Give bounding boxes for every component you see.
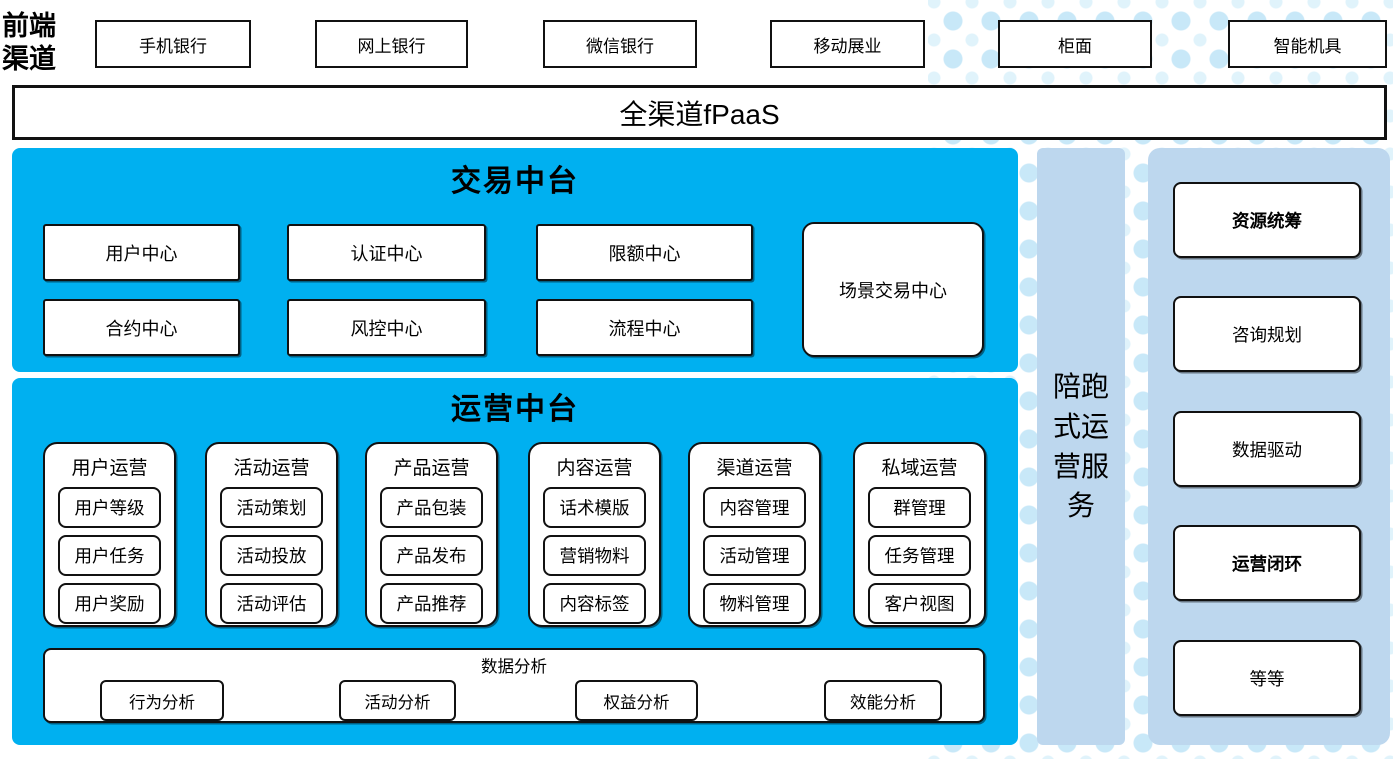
- op-column-title: 私域运营: [881, 458, 958, 479]
- op-item: 活动投放: [220, 535, 323, 576]
- channel-box-counter: 柜面: [998, 20, 1152, 68]
- channel-box-mobile-outreach: 移动展业: [770, 20, 925, 68]
- center-box-risk: 风控中心: [287, 299, 486, 356]
- op-column-user: 用户运营 用户等级 用户任务 用户奖励: [43, 442, 176, 627]
- operation-platform-title: 运营中台: [451, 393, 579, 426]
- op-column-title: 用户运营: [71, 458, 148, 479]
- op-item: 用户奖励: [58, 583, 161, 624]
- analysis-box-behavior: 行为分析: [100, 680, 224, 721]
- op-column-product: 产品运营 产品包装 产品发布 产品推荐: [365, 442, 498, 627]
- op-item: 活动评估: [220, 583, 323, 624]
- transaction-platform-panel: 交易中台 用户中心 认证中心 限额中心 合约中心 风控中心 流程中心 场景交易中…: [12, 148, 1018, 372]
- service-box: 数据驱动: [1173, 411, 1361, 487]
- op-item: 活动策划: [220, 487, 323, 528]
- center-box-process: 流程中心: [536, 299, 753, 356]
- center-box-limit: 限额中心: [536, 224, 753, 281]
- op-item: 内容管理: [703, 487, 806, 528]
- service-box: 等等: [1173, 640, 1361, 716]
- op-item: 产品包装: [380, 487, 483, 528]
- analysis-box-rights: 权益分析: [575, 680, 698, 721]
- center-box-user: 用户中心: [43, 224, 240, 281]
- op-item: 营销物料: [543, 535, 646, 576]
- channel-box-online-banking: 网上银行: [315, 20, 468, 68]
- data-analysis-title: 数据分析: [481, 658, 547, 676]
- op-column-content: 内容运营 话术模版 营销物料 内容标签: [528, 442, 661, 627]
- op-item: 客户视图: [868, 583, 971, 624]
- op-column-channel: 渠道运营 内容管理 活动管理 物料管理: [688, 442, 821, 627]
- channel-box-mobile-banking: 手机银行: [95, 20, 251, 68]
- channel-box-wechat-banking: 微信银行: [543, 20, 697, 68]
- op-item: 话术模版: [543, 487, 646, 528]
- op-item: 内容标签: [543, 583, 646, 624]
- op-column-title: 活动运营: [233, 458, 310, 479]
- analysis-box-efficiency: 效能分析: [824, 680, 942, 721]
- op-item: 产品发布: [380, 535, 483, 576]
- companion-operations-bar: 陪跑式运营服务: [1037, 148, 1125, 745]
- scene-transaction-center-box: 场景交易中心: [802, 222, 984, 357]
- service-panel: 资源统筹 咨询规划 数据驱动 运营闭环 等等: [1148, 148, 1390, 745]
- companion-operations-label: 陪跑式运营服务: [1052, 371, 1109, 522]
- center-box-contract: 合约中心: [43, 299, 240, 356]
- front-channels-label: 前端 渠道: [2, 10, 94, 76]
- op-column-title: 产品运营: [393, 458, 470, 479]
- fpaas-bar: 全渠道fPaaS: [12, 85, 1387, 140]
- op-column-title: 内容运营: [556, 458, 633, 479]
- op-item: 活动管理: [703, 535, 806, 576]
- op-item: 用户任务: [58, 535, 161, 576]
- transaction-platform-title: 交易中台: [451, 165, 579, 198]
- op-item: 任务管理: [868, 535, 971, 576]
- op-column-activity: 活动运营 活动策划 活动投放 活动评估: [205, 442, 338, 627]
- op-column-title: 渠道运营: [716, 458, 793, 479]
- op-item: 用户等级: [58, 487, 161, 528]
- channel-box-smart-devices: 智能机具: [1228, 20, 1387, 68]
- op-item: 群管理: [868, 487, 971, 528]
- service-box: 运营闭环: [1173, 525, 1361, 601]
- front-channels-label-line1: 前端: [2, 11, 56, 41]
- op-column-private-domain: 私域运营 群管理 任务管理 客户视图: [853, 442, 986, 627]
- operation-platform-panel: 运营中台 用户运营 用户等级 用户任务 用户奖励 活动运营 活动策划 活动投放 …: [12, 378, 1018, 745]
- service-box: 咨询规划: [1173, 296, 1361, 372]
- analysis-box-activity: 活动分析: [339, 680, 456, 721]
- op-item: 物料管理: [703, 583, 806, 624]
- service-box: 资源统筹: [1173, 182, 1361, 258]
- op-item: 产品推荐: [380, 583, 483, 624]
- data-analysis-box: 数据分析 行为分析 活动分析 权益分析 效能分析: [43, 648, 985, 723]
- front-channels-label-line2: 渠道: [2, 43, 56, 74]
- center-box-auth: 认证中心: [287, 224, 486, 281]
